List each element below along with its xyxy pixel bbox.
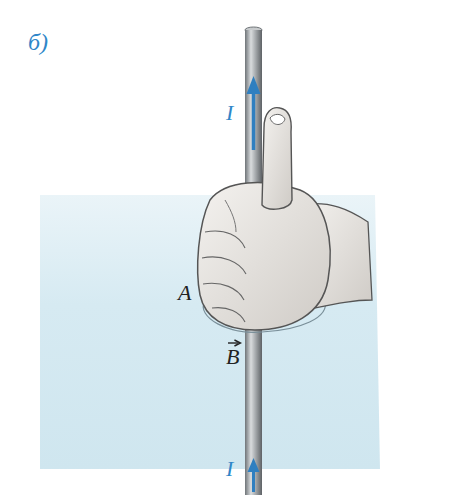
finger (203, 283, 244, 300)
plane-edge (40, 469, 380, 471)
vector-arrow (228, 342, 238, 343)
current-arrow (252, 92, 256, 150)
subfigure-label: б) (28, 30, 48, 54)
current-label: I (226, 102, 233, 124)
finger (205, 231, 245, 248)
current-label: I (226, 458, 233, 480)
vector-label: B (226, 346, 239, 368)
point-label: A (178, 282, 191, 304)
current-arrowhead (248, 458, 260, 472)
wire (245, 330, 262, 495)
thumb (262, 108, 292, 210)
knuckle (225, 200, 236, 232)
current-arrowhead (247, 76, 261, 94)
thumbnail (270, 114, 285, 124)
finger (212, 308, 245, 322)
current-arrow (252, 470, 255, 492)
finger (202, 257, 246, 274)
